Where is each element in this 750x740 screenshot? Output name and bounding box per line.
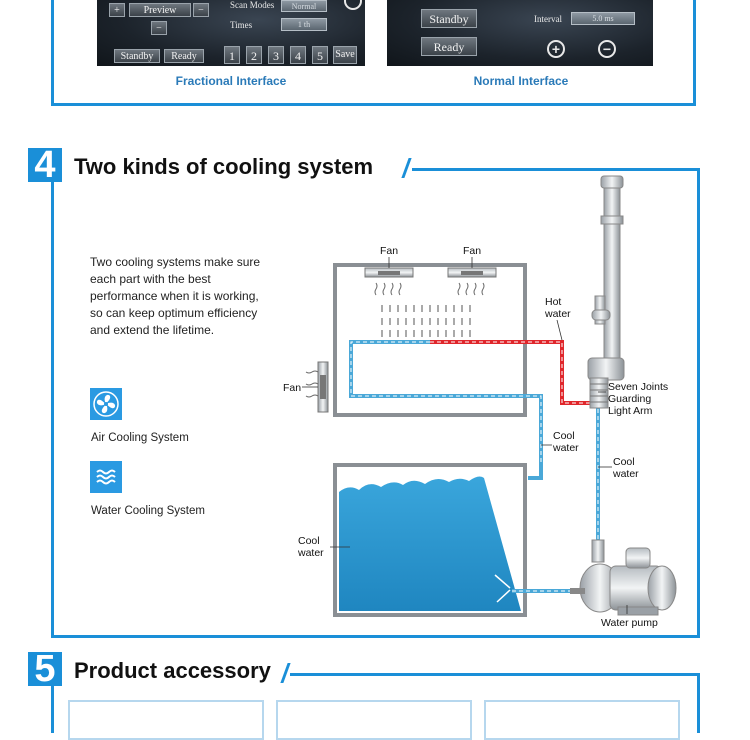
number-button-4[interactable]: 4 — [290, 46, 306, 64]
cooling-description: Two cooling systems make sure each part … — [90, 255, 261, 337]
ready-button[interactable]: Ready — [421, 37, 477, 56]
circle-icon[interactable] — [344, 0, 362, 10]
fan-icon — [90, 388, 122, 420]
accessory-box-3 — [484, 700, 680, 740]
number-button-1[interactable]: 1 — [224, 46, 240, 64]
minus-icon[interactable]: − — [598, 40, 616, 58]
interface-section-frame — [51, 0, 696, 106]
ready-button[interactable]: Ready — [164, 49, 204, 63]
section-title-cooling: Two kinds of cooling system — [74, 154, 374, 179]
top-fan-left — [364, 267, 414, 278]
leader-lines — [302, 257, 628, 614]
minus-icon[interactable]: − — [151, 21, 167, 35]
hot-water-pipe — [430, 340, 590, 405]
section-number-5: 5 — [28, 650, 62, 688]
interval-field[interactable]: 5.0 ms — [571, 12, 635, 25]
save-button[interactable]: Save — [333, 46, 357, 64]
airflow-waves — [374, 282, 485, 296]
normal-interface-panel: Standby Ready Interval 5.0 ms + − — [387, 0, 653, 66]
cool-water-pipe-inner — [349, 340, 543, 464]
section-title-accessory: Product accessory — [74, 658, 271, 683]
tank-water — [339, 476, 521, 611]
water-pump — [570, 539, 677, 616]
water-waves-icon — [90, 461, 122, 493]
air-cooling-label: Air Cooling System — [91, 432, 189, 444]
number-button-2[interactable]: 2 — [246, 46, 262, 64]
accessory-section-frame — [51, 673, 700, 733]
seven-joints-arm — [587, 175, 625, 409]
label-water-pump: Water pump — [601, 617, 658, 629]
accessory-box-2 — [276, 700, 472, 740]
number-button-5[interactable]: 5 — [312, 46, 328, 64]
standby-button[interactable]: Standby — [114, 49, 160, 63]
interval-label: Interval — [534, 14, 562, 24]
plus-icon[interactable]: + — [109, 3, 125, 17]
fractional-interface-caption: Fractional Interface — [175, 74, 287, 88]
heading-rule — [412, 168, 700, 171]
minus-icon[interactable]: − — [193, 3, 209, 17]
number-button-3[interactable]: 3 — [268, 46, 284, 64]
heading-rule — [290, 673, 700, 676]
scan-modes-field[interactable]: Normal — [281, 0, 327, 12]
plus-icon[interactable]: + — [547, 40, 565, 58]
preview-button[interactable]: Preview — [129, 3, 191, 17]
label-fan-top-left: Fan — [380, 245, 399, 257]
accessory-box-1 — [68, 700, 264, 740]
number-gap — [62, 148, 68, 182]
water-tank — [333, 463, 527, 617]
scan-modes-label: Scan Modes — [230, 0, 275, 10]
section-number-4: 4 — [28, 146, 62, 184]
cooling-section-frame — [51, 168, 700, 638]
label-fan-side: Fan — [283, 382, 302, 394]
times-label: Times — [230, 20, 253, 30]
times-field[interactable]: 1 th — [281, 18, 327, 31]
water-cooling-label: Water Cooling System — [91, 505, 205, 517]
top-fan-right — [447, 267, 497, 278]
standby-button[interactable]: Standby — [421, 9, 477, 28]
fractional-interface-panel: + Preview − − Scan Modes Normal Times 1 … — [97, 0, 365, 66]
number-gap — [62, 652, 68, 686]
airflow-arrows — [381, 305, 471, 337]
normal-interface-caption: Normal Interface — [473, 74, 569, 88]
label-fan-top-right: Fan — [463, 245, 482, 257]
